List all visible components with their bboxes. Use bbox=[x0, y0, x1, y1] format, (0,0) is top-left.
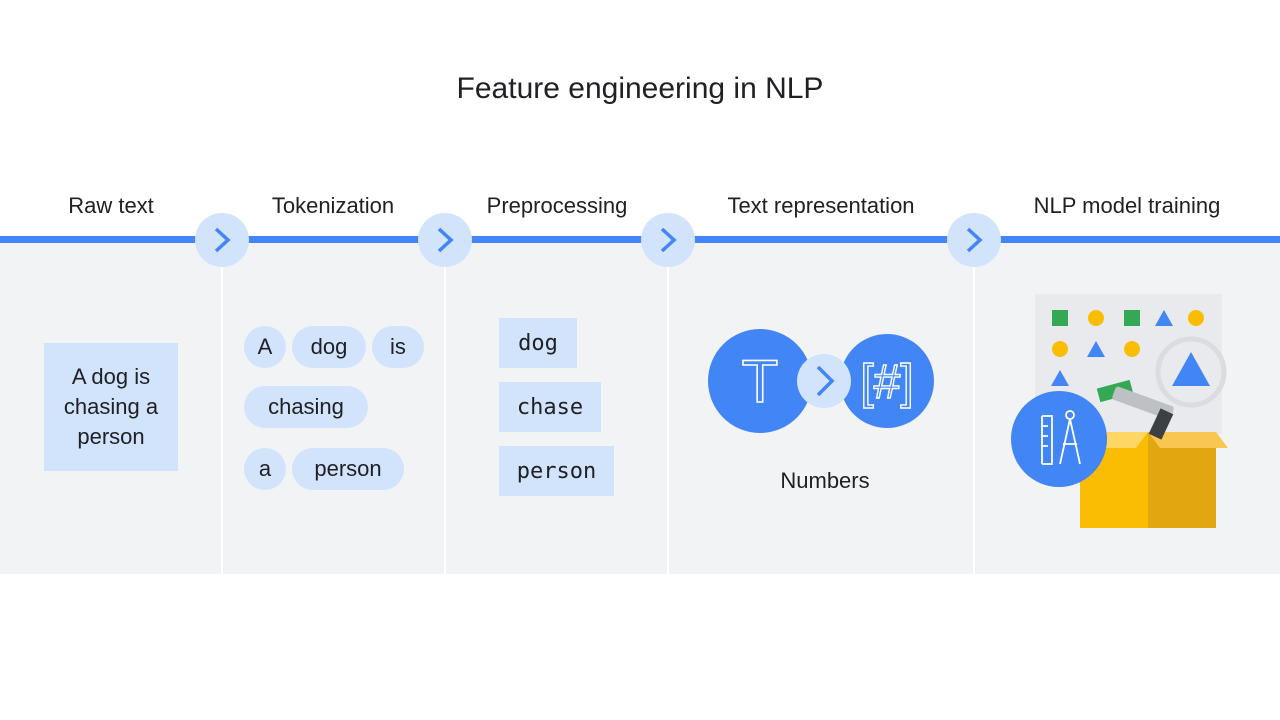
stage-label-preprocessing: Preprocessing bbox=[486, 193, 628, 218]
stage-label-raw-text: Raw text bbox=[68, 193, 154, 218]
text-to-number-graphic: T [#] bbox=[708, 329, 934, 433]
stage-divider bbox=[667, 242, 669, 574]
chevron-right-icon bbox=[195, 213, 249, 267]
chevron-right-icon bbox=[418, 213, 472, 267]
raw-text: A dog is chasing a person bbox=[63, 364, 159, 449]
preprocessed-token: person bbox=[499, 446, 614, 496]
numbers-label: Numbers bbox=[780, 468, 870, 493]
stage-divider bbox=[973, 242, 975, 574]
preprocessed-token: dog bbox=[499, 318, 577, 368]
raw-text-box: A dog is chasing a person bbox=[44, 343, 178, 471]
slide-title: Feature engineering in NLP bbox=[456, 72, 824, 105]
chevron-right-icon bbox=[641, 213, 695, 267]
token-pill: person bbox=[292, 448, 404, 490]
stage-divider bbox=[221, 242, 223, 574]
token-pill: is bbox=[372, 326, 424, 368]
pipeline-line bbox=[0, 236, 1280, 243]
stage-label-tokenization: Tokenization bbox=[271, 193, 395, 218]
token-pill: A bbox=[244, 326, 286, 368]
token-pill: a bbox=[244, 448, 286, 490]
token-pill: dog bbox=[292, 326, 366, 368]
number-symbol: [#] bbox=[860, 356, 913, 409]
stage-divider bbox=[444, 242, 446, 574]
text-symbol: T bbox=[742, 348, 779, 415]
token-pill: chasing bbox=[244, 386, 368, 428]
stage-label-text-representation: Text representation bbox=[727, 193, 915, 218]
preprocessed-token: chase bbox=[499, 382, 601, 432]
stage-label-model-training: NLP model training bbox=[1033, 193, 1221, 218]
model-training-illustration bbox=[1011, 294, 1228, 528]
chevron-right-icon bbox=[947, 213, 1001, 267]
